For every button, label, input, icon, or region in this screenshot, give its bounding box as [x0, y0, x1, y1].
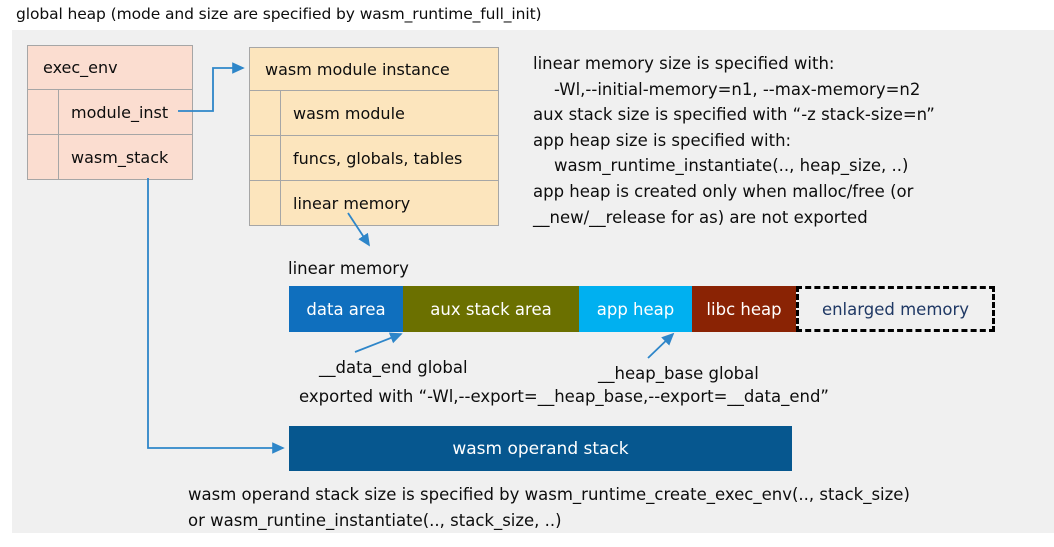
row-gutter: [250, 181, 281, 225]
module-instance-header: wasm module instance: [249, 47, 499, 91]
exec-env-header: exec_env: [27, 45, 193, 90]
segment-libc-heap: libc heap: [692, 286, 796, 332]
operand-note-line-1: wasm operand stack size is specified by …: [188, 485, 910, 504]
note-line-3: aux stack size is specified with “-z sta…: [533, 105, 935, 125]
segment-app-heap: app heap: [579, 286, 692, 332]
annotation-exported-with: exported with “-Wl,--export=__heap_base,…: [299, 387, 829, 406]
wasm-module-label: wasm module: [293, 103, 405, 123]
module-instance-row-funcs-globals-tables: funcs, globals, tables: [249, 136, 499, 181]
wasm-operand-stack-bar: wasm operand stack: [289, 426, 792, 471]
segment-data-area: data area: [289, 286, 403, 332]
note-line-5: wasm_runtime_instantiate(.., heap_size, …: [533, 156, 909, 176]
module-instance-header-label: wasm module instance: [265, 59, 450, 79]
segment-enlarged-memory: enlarged memory: [796, 286, 995, 332]
row-gutter: [28, 135, 59, 179]
row-gutter: [250, 91, 281, 135]
page-title: global heap (mode and size are specified…: [16, 5, 542, 23]
funcs-globals-tables-label: funcs, globals, tables: [293, 148, 463, 168]
linear-memory-caption: linear memory: [288, 259, 409, 278]
operand-stack-notes: wasm operand stack size is specified by …: [188, 482, 910, 533]
note-line-2: -Wl,--initial-memory=n1, --max-memory=n2: [533, 79, 921, 99]
annotation-heap-base: __heap_base global: [598, 364, 759, 383]
note-line-7: __new/__release for as) are not exported: [533, 207, 868, 227]
module-instance-row-wasm-module: wasm module: [249, 91, 499, 136]
wasm-stack-label: wasm_stack: [71, 147, 169, 167]
row-gutter: [28, 90, 59, 134]
module-instance-row-linear-memory: linear memory: [249, 181, 499, 226]
row-gutter: [250, 136, 281, 180]
note-line-4: app heap size is specified with:: [533, 130, 792, 150]
exec-env-header-label: exec_env: [43, 58, 118, 77]
annotation-data-end: __data_end global: [319, 358, 468, 377]
operand-note-line-2: or wasm_runtine_instantiate(.., stack_si…: [188, 510, 562, 530]
linear-memory-notes: linear memory size is specified with: -W…: [533, 51, 935, 230]
linear-memory-bar: data area aux stack area app heap libc h…: [289, 286, 995, 332]
note-line-1: linear memory size is specified with:: [533, 54, 835, 73]
wasm-module-instance-box: wasm module instance wasm module funcs, …: [249, 47, 499, 226]
module-inst-label: module_inst: [71, 102, 169, 122]
note-line-6: app heap is created only when malloc/fre…: [533, 181, 914, 201]
exec-env-box: exec_env module_inst wasm_stack: [27, 45, 193, 180]
exec-env-row-module-inst: module_inst: [27, 90, 193, 135]
linear-memory-row-label: linear memory: [293, 193, 411, 213]
segment-aux-stack-area: aux stack area: [403, 286, 579, 332]
exec-env-row-wasm-stack: wasm_stack: [27, 135, 193, 180]
